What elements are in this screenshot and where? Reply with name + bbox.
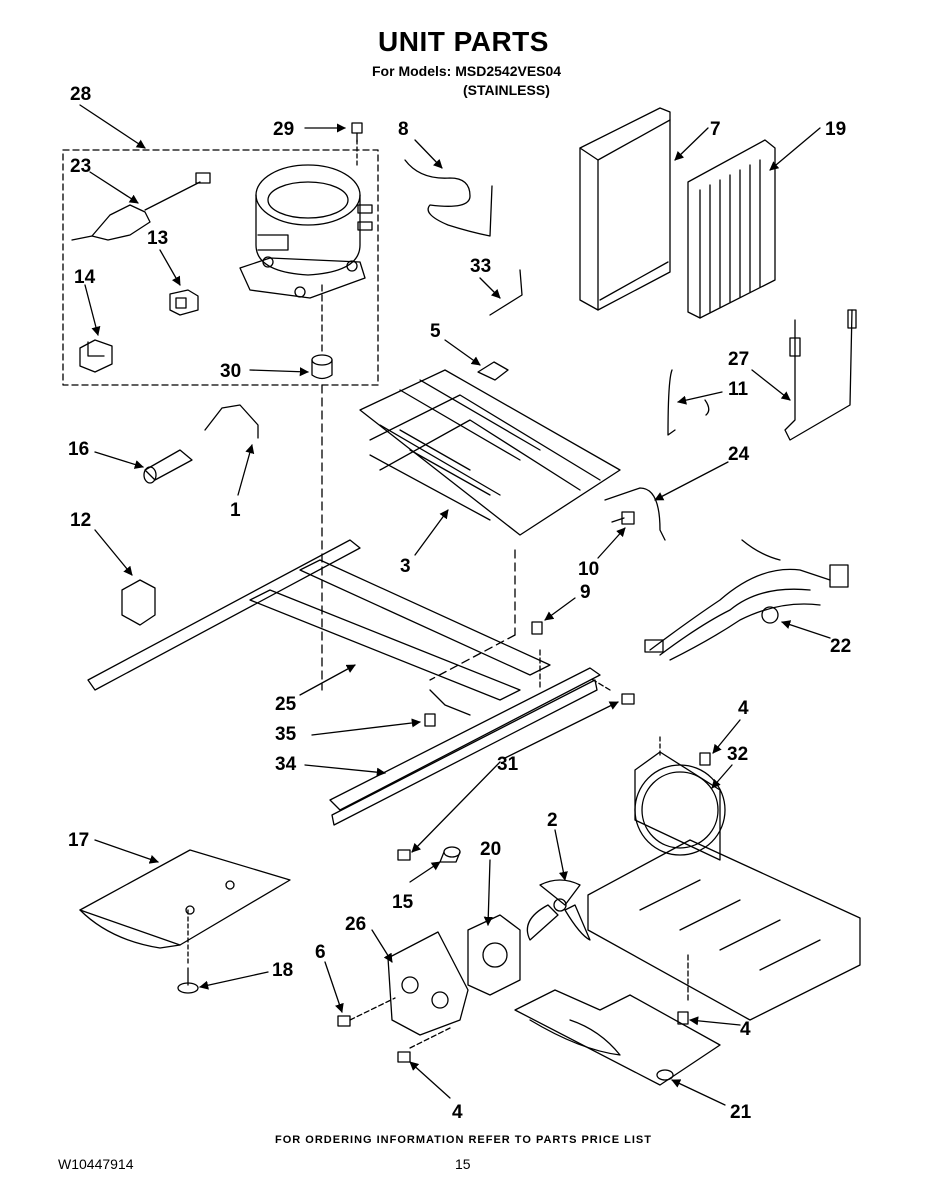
callout-4-bottom: 4 <box>452 1102 463 1123</box>
evaporator[interactable] <box>359 369 621 536</box>
drain-pan-17[interactable] <box>79 849 291 966</box>
callout-13: 13 <box>147 228 168 249</box>
fan-motor-bracket[interactable] <box>349 931 469 1049</box>
callout-11: 11 <box>728 379 749 400</box>
ordering-note: FOR ORDERING INFORMATION REFER TO PARTS … <box>275 1134 652 1146</box>
callout-3: 3 <box>400 556 411 577</box>
grommet-15[interactable] <box>439 846 461 863</box>
document-number: W10447914 <box>58 1156 134 1172</box>
callout-17: 17 <box>68 830 89 851</box>
callout-30: 30 <box>220 361 241 382</box>
callout-21: 21 <box>730 1102 752 1123</box>
callout-9: 9 <box>580 582 591 603</box>
callout-2: 2 <box>547 810 558 831</box>
callout-20: 20 <box>480 839 501 860</box>
callout-8: 8 <box>398 119 409 140</box>
screw-9[interactable] <box>531 621 543 635</box>
condenser-coil[interactable] <box>687 139 776 319</box>
evaporator-clip[interactable] <box>477 361 509 381</box>
screw-10[interactable] <box>611 511 635 525</box>
clamp-12[interactable] <box>121 579 156 626</box>
finish-label: (STAINLESS) <box>463 82 550 98</box>
grommet[interactable] <box>311 284 333 691</box>
callout-6: 6 <box>315 942 326 963</box>
callout-34: 34 <box>275 754 297 775</box>
callout-19: 19 <box>825 119 846 140</box>
mounting-frame[interactable] <box>87 539 551 716</box>
fan-blade[interactable] <box>526 879 591 941</box>
screw-31b[interactable] <box>397 849 411 861</box>
callout-12: 12 <box>70 510 91 531</box>
compressor-kit-outline <box>62 149 379 386</box>
callout-1: 1 <box>230 500 241 521</box>
callout-7: 7 <box>710 119 721 140</box>
callout-24: 24 <box>728 444 750 465</box>
drain-pan-21[interactable] <box>514 989 721 1086</box>
page-number: 15 <box>455 1156 471 1172</box>
screw-35[interactable] <box>424 713 436 727</box>
compressor[interactable] <box>239 139 373 299</box>
discharge-tube[interactable] <box>404 159 493 237</box>
callout-4-top: 4 <box>738 698 749 719</box>
crossmember-34[interactable] <box>329 649 611 826</box>
callout-22: 22 <box>830 636 851 657</box>
callout-16: 16 <box>68 439 89 460</box>
relay-cover[interactable] <box>79 339 113 373</box>
callout-29: 29 <box>273 119 294 140</box>
callout-10: 10 <box>578 559 599 580</box>
callout-33: 33 <box>470 256 491 277</box>
screw-6[interactable] <box>337 1015 351 1027</box>
machine-compartment-base[interactable] <box>587 734 861 1021</box>
callout-35: 35 <box>275 724 297 745</box>
callout-23: 23 <box>70 156 91 177</box>
callout-25: 25 <box>275 694 297 715</box>
screw-4c[interactable] <box>397 1051 411 1063</box>
drain-tube-clip[interactable] <box>667 369 710 436</box>
wire-harness[interactable] <box>644 539 849 661</box>
condenser-shroud[interactable] <box>579 107 671 311</box>
page-title: UNIT PARTS <box>378 26 549 57</box>
callout-32: 32 <box>727 744 748 765</box>
overload-protector[interactable] <box>71 172 211 241</box>
sleeve-insulation[interactable] <box>143 449 193 484</box>
callout-18: 18 <box>272 960 293 981</box>
relay[interactable] <box>169 289 199 316</box>
drain-pan-foot[interactable] <box>177 967 199 994</box>
screw-31a[interactable] <box>621 693 635 705</box>
callout-4-right: 4 <box>740 1019 751 1040</box>
callout-31: 31 <box>497 754 519 775</box>
drain-heater-bracket[interactable] <box>604 487 666 541</box>
callout-26: 26 <box>345 914 366 935</box>
callout-15: 15 <box>392 892 414 913</box>
models-line: For Models: MSD2542VES04 <box>372 63 562 79</box>
callout-28: 28 <box>70 84 91 105</box>
capillary-heat-exchanger[interactable] <box>784 309 857 441</box>
condenser-fan-motor[interactable] <box>467 914 521 996</box>
screw-4a[interactable] <box>699 752 711 766</box>
drier-tube[interactable] <box>489 269 523 316</box>
callout-5: 5 <box>430 321 441 342</box>
callout-14: 14 <box>74 267 96 288</box>
tubing-wire[interactable] <box>204 404 259 439</box>
mounting-bolt[interactable] <box>351 122 363 143</box>
callout-27: 27 <box>728 349 749 370</box>
